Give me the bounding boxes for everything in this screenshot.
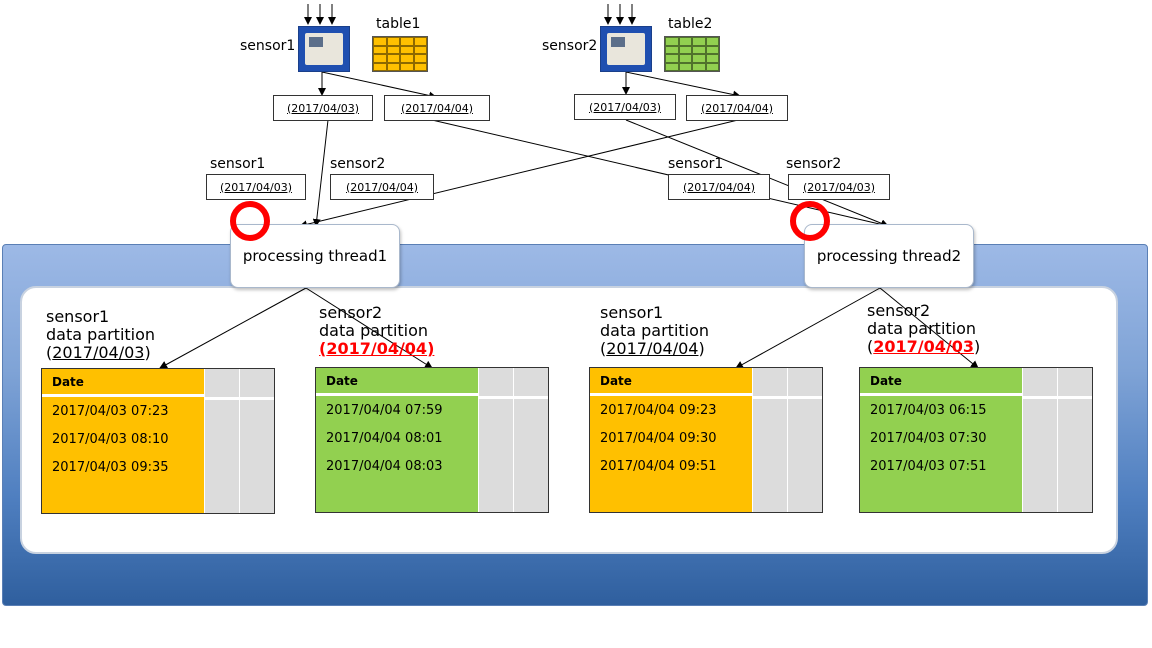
sensor2-date-box-0403: (2017/04/03) [574,94,676,120]
thread1-input2-sensor: sensor2 [330,156,386,172]
table-row: 2017/04/03 07:23 [52,403,169,419]
table-header: Date [860,368,1022,396]
thread2-input2-date: (2017/04/03) [788,174,890,200]
partition1-table: Date 2017/04/03 07:23 2017/04/03 08:10 2… [41,368,275,514]
table-row: 2017/04/03 07:51 [870,458,987,474]
thread2-input1-date: (2017/04/04) [668,174,770,200]
table-row: 2017/04/03 08:10 [52,431,169,447]
sensor2-device-icon [600,26,652,72]
partition3-table: Date 2017/04/04 09:23 2017/04/04 09:30 2… [589,367,823,513]
table-row: 2017/04/04 09:51 [600,458,717,474]
table1-grid-icon [372,36,428,72]
table2-label: table2 [668,16,713,32]
sensor1-device-icon [298,26,350,72]
table1-label: table1 [376,16,421,32]
table-row: 2017/04/04 07:59 [326,402,443,418]
table-row: 2017/04/04 08:03 [326,458,443,474]
table-header: Date [316,368,478,396]
table-row: 2017/04/04 09:23 [600,402,717,418]
partition4-table: Date 2017/04/03 06:15 2017/04/03 07:30 2… [859,367,1093,513]
table-row: 2017/04/03 09:35 [52,459,169,475]
sensor2-date-box-0404: (2017/04/04) [686,95,788,121]
thread1-marker-circle-icon [230,201,270,241]
table-header: Date [590,368,752,396]
thread2-input1-sensor: sensor1 [668,156,724,172]
table-row: 2017/04/03 07:30 [870,430,987,446]
table-row: 2017/04/03 06:15 [870,402,987,418]
partition1-title: sensor1 data partition (2017/04/03) [46,307,156,362]
thread1-input1-sensor: sensor1 [210,156,266,172]
table2-grid-icon [664,36,720,72]
sensor1-date-box-0403: (2017/04/03) [273,95,373,121]
table-header: Date [42,369,204,397]
processing-thread2: processing thread2 [804,224,974,288]
table-row: 2017/04/04 09:30 [600,430,717,446]
sensor1-date-box-0404: (2017/04/04) [384,95,490,121]
partition2-title: sensor2 data partition (2017/04/04) [319,303,435,358]
thread1-input1-date: (2017/04/03) [206,174,306,200]
thread2-marker-circle-icon [790,201,830,241]
sensor1-label: sensor1 [240,38,296,54]
partition4-title: sensor2 data partition (2017/04/03) [867,301,981,356]
partition2-table: Date 2017/04/04 07:59 2017/04/04 08:01 2… [315,367,549,513]
sensor2-label: sensor2 [542,38,598,54]
table-row: 2017/04/04 08:01 [326,430,443,446]
thread1-input2-date: (2017/04/04) [330,174,434,200]
partition3-title: sensor1 data partition (2017/04/04) [600,303,710,358]
thread2-input2-sensor: sensor2 [786,156,842,172]
